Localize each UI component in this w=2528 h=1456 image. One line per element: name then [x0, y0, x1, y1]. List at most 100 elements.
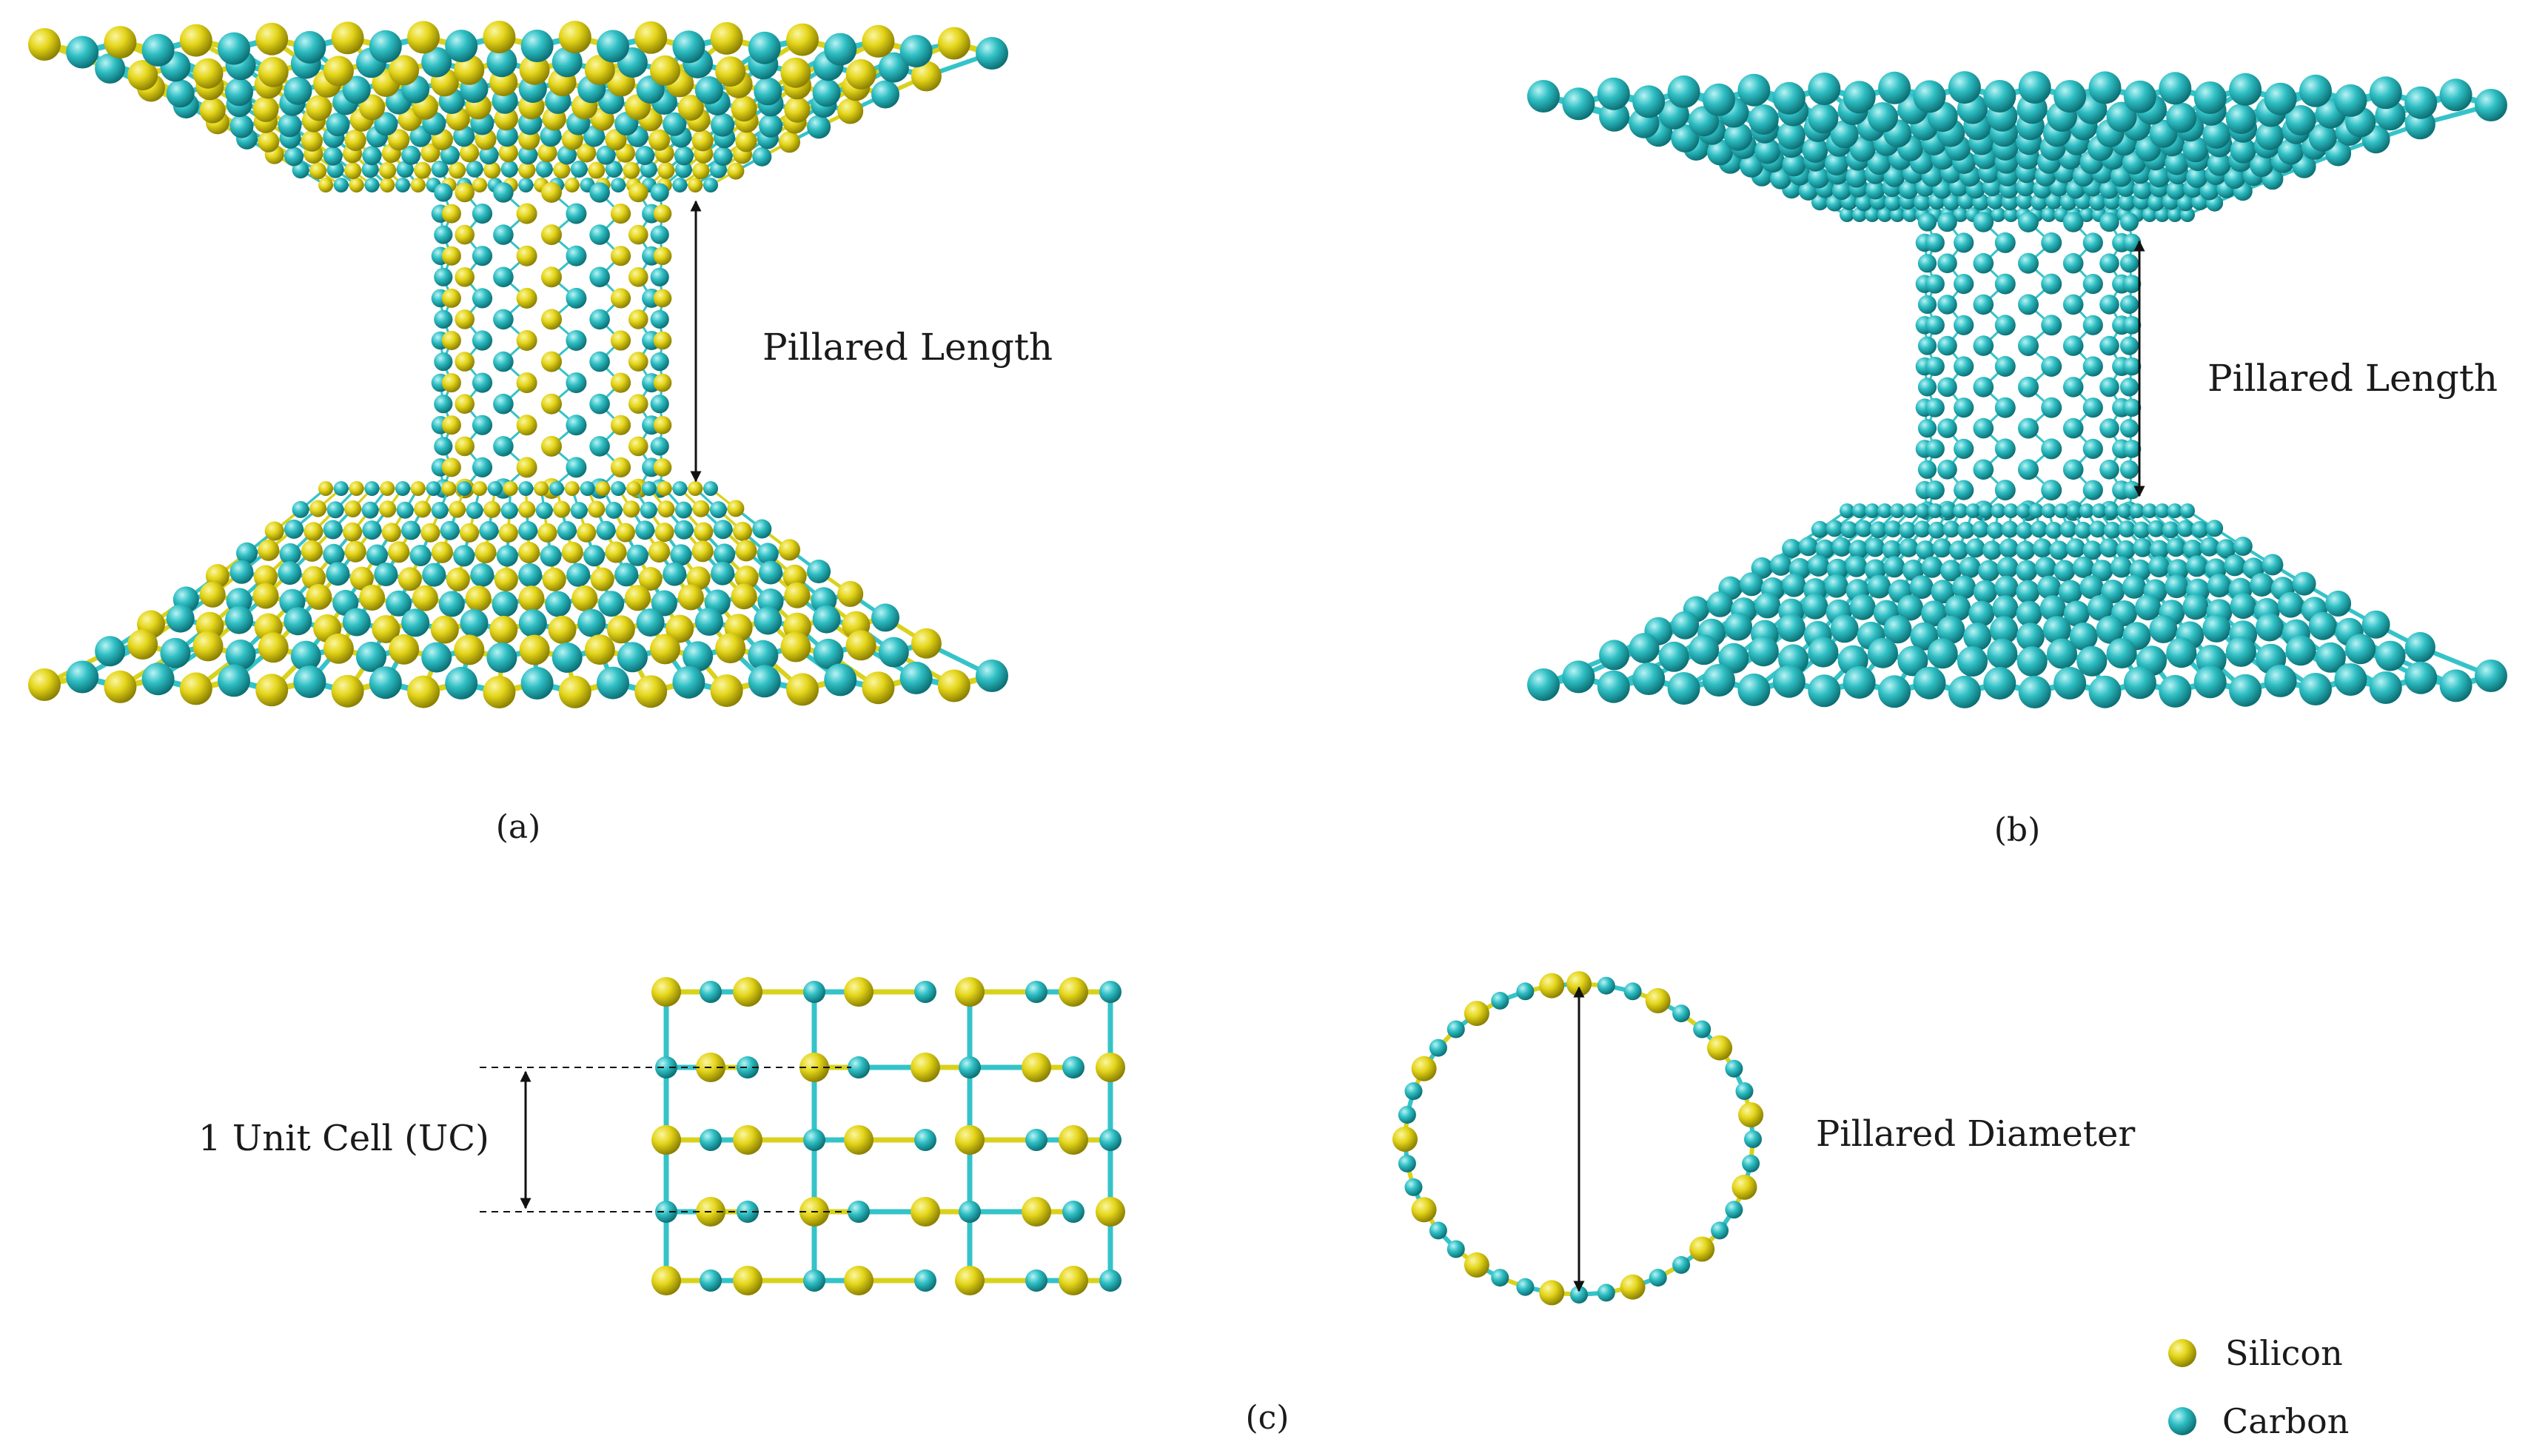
- silicon-atom: [584, 55, 615, 85]
- carbon-atom: [2099, 377, 2119, 397]
- carbon-atom: [2041, 397, 2062, 418]
- carbon-atom: [2202, 121, 2231, 149]
- carbon-atom: [1491, 991, 1509, 1010]
- carbon-atom: [2256, 613, 2284, 642]
- carbon-atom: [1994, 480, 2016, 501]
- silicon-atom: [595, 481, 611, 496]
- carbon-atom: [226, 588, 252, 614]
- carbon-atom: [1940, 503, 1956, 518]
- carbon-atom: [1808, 167, 1830, 189]
- silicon-atom: [610, 330, 631, 351]
- silicon-atom: [344, 500, 362, 517]
- carbon-atom: [1868, 102, 1898, 132]
- silicon-atom: [446, 567, 470, 591]
- silicon-atom: [1059, 977, 1088, 1007]
- carbon-atom: [2264, 664, 2297, 697]
- carbon-atom: [293, 665, 326, 699]
- carbon-atom: [2118, 520, 2136, 538]
- carbon-atom: [1914, 193, 1931, 211]
- carbon-atom: [1915, 540, 1935, 560]
- silicon-atom: [534, 481, 549, 496]
- carbon-atom: [1446, 1240, 1465, 1258]
- carbon-atom: [2082, 232, 2103, 253]
- carbon-atom: [2256, 121, 2284, 150]
- carbon-atom: [496, 545, 518, 567]
- carbon-atom: [2062, 252, 2084, 274]
- carbon-atom: [551, 642, 583, 673]
- carbon-atom: [2149, 540, 2169, 560]
- carbon-atom: [2016, 192, 2034, 209]
- carbon-atom: [1921, 600, 1948, 627]
- carbon-atom: [2103, 521, 2121, 539]
- silicon-atom: [516, 457, 537, 478]
- carbon-atom: [878, 52, 909, 83]
- carbon-atom: [493, 182, 514, 203]
- silicon-atom: [541, 266, 562, 288]
- carbon-atom: [2001, 520, 2019, 538]
- carbon-atom: [2089, 193, 2107, 211]
- carbon-atom: [2082, 356, 2103, 377]
- carbon-atom: [703, 178, 718, 192]
- carbon-atom: [589, 309, 610, 330]
- carbon-atom: [713, 520, 733, 540]
- carbon-atom: [2082, 397, 2103, 418]
- carbon-atom: [1932, 538, 1952, 558]
- carbon-atom: [1883, 615, 1912, 644]
- carbon-atom: [1883, 165, 1905, 187]
- silicon-atom: [650, 634, 680, 665]
- carbon-atom: [672, 481, 688, 496]
- carbon-atom: [748, 31, 781, 64]
- carbon-atom: [1869, 521, 1887, 539]
- carbon-atom: [431, 502, 449, 519]
- legend-silicon-label: Silicon: [2225, 1333, 2343, 1373]
- carbon-atom: [460, 608, 489, 637]
- silicon-atom: [610, 415, 631, 435]
- carbon-atom: [1972, 520, 1990, 538]
- carbon-atom: [160, 637, 191, 668]
- carbon-atom: [1843, 81, 1876, 114]
- carbon-atom: [566, 245, 587, 266]
- carbon-atom: [2119, 254, 2139, 273]
- silicon-atom: [653, 458, 672, 477]
- carbon-atom: [1562, 660, 1595, 694]
- carbon-atom: [759, 560, 783, 585]
- carbon-atom: [2018, 71, 2051, 104]
- silicon-atom: [937, 669, 970, 702]
- carbon-atom: [640, 501, 657, 519]
- carbon-atom: [1744, 1130, 1762, 1148]
- carbon-atom: [438, 591, 465, 617]
- carbon-atom: [2016, 600, 2042, 627]
- silicon-atom: [634, 21, 668, 54]
- silicon-atom: [733, 521, 752, 541]
- carbon-atom: [752, 519, 772, 539]
- carbon-atom: [493, 309, 514, 330]
- silicon-atom: [784, 96, 811, 123]
- silicon-atom: [460, 143, 480, 163]
- carbon-atom: [1865, 503, 1880, 518]
- carbon-atom: [1942, 193, 1960, 211]
- silicon-atom: [731, 95, 757, 122]
- carbon-atom: [1025, 981, 1047, 1003]
- carbon-atom: [2119, 295, 2139, 314]
- silicon-atom: [1566, 971, 1592, 996]
- silicon-atom: [734, 566, 759, 590]
- carbon-atom: [2308, 611, 2337, 640]
- carbon-atom: [1899, 521, 1917, 539]
- carbon-atom: [166, 604, 195, 633]
- carbon-atom: [457, 481, 472, 496]
- silicon-atom: [252, 95, 279, 122]
- carbon-atom: [672, 178, 688, 192]
- carbon-atom: [1884, 193, 1902, 211]
- carbon-atom: [374, 112, 398, 136]
- carbon-atom: [366, 544, 388, 566]
- carbon-atom: [1942, 520, 1960, 538]
- carbon-atom: [2361, 610, 2390, 639]
- silicon-atom: [412, 585, 438, 611]
- panel-c-nanotube-side-view: [651, 977, 1125, 1295]
- carbon-atom: [2439, 669, 2472, 702]
- carbon-atom: [2154, 207, 2170, 222]
- carbon-atom: [1983, 667, 2016, 700]
- carbon-atom: [1954, 480, 1974, 500]
- carbon-atom: [824, 663, 857, 697]
- carbon-atom: [229, 114, 254, 138]
